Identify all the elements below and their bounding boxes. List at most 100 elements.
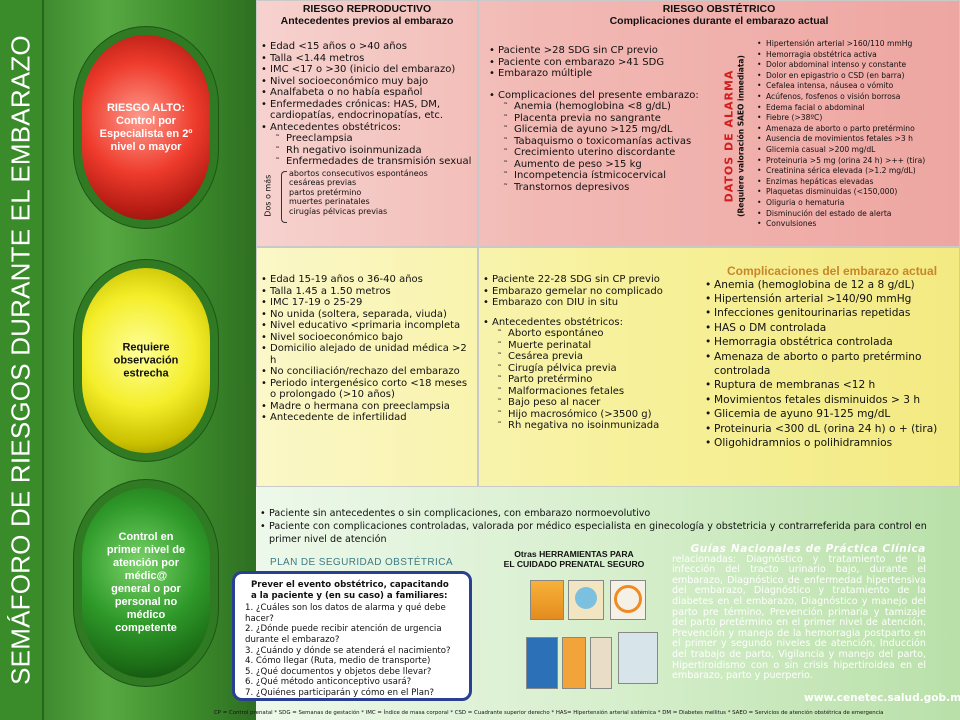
alarm-item: Enzimas hepáticas elevadas xyxy=(757,177,957,188)
alarm-item: Dolor abdominal intenso y constante xyxy=(757,60,957,71)
list-item: Enfermedades de transmisión sexual xyxy=(275,156,473,168)
plan-intro: Prever el evento obstétrico, capacitando… xyxy=(251,580,449,601)
list-item: Oligohidramnios o polihidramnios xyxy=(705,436,959,451)
list-item: muertes perinatales xyxy=(289,197,370,206)
antec-label: Antecedentes obstétricos: xyxy=(483,317,703,329)
list-item: Rh negativo isoinmunizada xyxy=(275,145,473,157)
green-list: Paciente sin antecedentes o sin complica… xyxy=(260,507,950,546)
tool-thumbnail-4[interactable] xyxy=(526,637,558,689)
list-item: Aumento de peso >15 kg xyxy=(503,159,699,171)
green-light: Control en primer nivel de atención por … xyxy=(82,488,210,678)
plan-title: PLAN DE SEGURIDAD OBSTÉTRICA xyxy=(270,557,453,568)
obst-subheader: Complicaciones durante el embarazo actua… xyxy=(609,15,829,27)
list-item: Periodo intergenésico corto <18 meses o … xyxy=(261,378,473,401)
list-item: Analfabeta o no había español xyxy=(261,87,473,99)
alarm-item: Hemorragia obstétrica activa xyxy=(757,50,957,61)
list-item: cirugías pélvicas previas xyxy=(289,206,388,216)
alarm-item: Hipertensión arterial >160/110 mmHg xyxy=(757,39,957,50)
tool-thumbnail-2[interactable] xyxy=(568,580,604,620)
list-item: Bajo peso al nacer xyxy=(497,397,703,409)
list-item: cesáreas previas xyxy=(289,178,357,187)
list-item: Antecedente de infertilidad xyxy=(261,412,473,424)
list-item: Rh negativa no isoinmunizada xyxy=(497,420,703,432)
tool-thumbnail-5[interactable] xyxy=(562,637,586,689)
plan-item: 3. ¿Cuándo y dónde se atenderá el nacimi… xyxy=(245,645,451,656)
list-item: Glicemia de ayuno 91-125 mg/dL xyxy=(705,407,959,422)
list-item: Tabaquismo o toxicomanías activas xyxy=(503,136,699,148)
list-item: Embarazo con DIU in situ xyxy=(483,297,703,309)
list-item: Edad <15 años o >40 años xyxy=(261,41,473,53)
plan-list: 1. ¿Cuáles son los datos de alarma y qué… xyxy=(241,603,463,698)
list-item: Hemorragia obstétrica controlada xyxy=(705,335,959,350)
alarm-item: Convulsiones xyxy=(757,219,957,230)
alarm-label: DATOS DE ALARMA (Requiere valoración SAE… xyxy=(723,41,747,231)
list-item: IMC <17 o >30 (inicio del embarazo) xyxy=(261,64,473,76)
dos-o-mas-block: Dos o más abortos consecutivos espontáne… xyxy=(261,169,473,227)
red-repro-list: Edad <15 años o >40 añosTalla <1.44 metr… xyxy=(261,41,473,133)
red-light: RIESGO ALTO: Control por Especialista en… xyxy=(82,35,210,220)
cenetec-link[interactable]: www.cenetec.salud.gob.mx xyxy=(804,692,960,704)
list-item: Madre o hermana con preeclampsia xyxy=(261,401,473,413)
complic-title: Complicaciones del embarazo actual xyxy=(726,264,938,278)
list-item: Nivel socioeconómico bajo xyxy=(261,332,473,344)
alarm-item: Dolor en epigastrio o CSD (en barra) xyxy=(757,71,957,82)
tools-title: Otras HERRAMIENTAS PARA EL CUIDADO PRENA… xyxy=(490,549,658,569)
red-repro-sub: PreeclampsiaRh negativo isoinmunizadaEnf… xyxy=(275,133,473,168)
list-item: Embarazo gemelar no complicado xyxy=(483,286,703,298)
yellow-obst-list: Paciente 22-28 SDG sin CP previoEmbarazo… xyxy=(483,274,703,309)
list-item: Malformaciones fetales xyxy=(497,386,703,398)
yellow-obst-sub: Aborto espontáneoMuerte perinatalCesárea… xyxy=(497,328,703,432)
list-item: Paciente 22-28 SDG sin CP previo xyxy=(483,274,703,286)
tool-thumbnail-6[interactable] xyxy=(590,637,612,689)
guides-title: Guías Nacionales de Práctica Clínica xyxy=(690,543,926,555)
red-complic: Complicaciones del presente embarazo: xyxy=(489,90,699,102)
list-item: Anemia (hemoglobina <8 g/dL) xyxy=(503,101,699,113)
plan-item: 5. ¿Qué documentos y objetos debe llevar… xyxy=(245,666,432,677)
alarm-item: Acúfenos, fosfenos o visión borrosa xyxy=(757,92,957,103)
page-title: SEMÁFORO DE RIESGOS DURANTE EL EMBARAZO xyxy=(5,35,36,685)
tool-thumbnail-1[interactable] xyxy=(530,580,564,620)
yellow-light-label: Requiere observación estrecha xyxy=(113,341,179,379)
red-obst-list: Paciente >28 SDG sin CP previoPaciente c… xyxy=(489,45,699,80)
tool-thumbnail-7[interactable] xyxy=(618,632,658,684)
tool-thumbnail-3[interactable] xyxy=(610,580,646,620)
plan-item: 2. ¿Dónde puede recibir atención de urge… xyxy=(245,624,442,645)
list-item: Paciente sin antecedentes o sin complica… xyxy=(260,507,950,520)
red-section: RIESGO REPRODUCTIVO Antecedentes previos… xyxy=(256,0,960,247)
green-light-label: Control en primer nivel de atención por … xyxy=(106,531,186,634)
yellow-section: Edad 15-19 años o 36-40 añosTalla 1.45 a… xyxy=(256,247,960,487)
guides-block: Guías Nacionales de Práctica Clínica rel… xyxy=(672,544,926,682)
list-item: Preeclampsia xyxy=(275,133,473,145)
footnote: CP = Control prenatal * SDG = Semanas de… xyxy=(214,710,884,716)
list-item: Hipertensión arterial >140/90 mmHg xyxy=(705,292,959,307)
complic-label: Complicaciones del presente embarazo: xyxy=(489,90,699,102)
list-item: No unida (soltera, separada, viuda) xyxy=(261,309,473,321)
dos-o-mas-label: Dos o más xyxy=(263,174,273,217)
alarm-item: Disminución del estado de alerta xyxy=(757,209,957,220)
list-item: Ruptura de membranas <12 h xyxy=(705,378,959,393)
yellow-obst-box: Paciente 22-28 SDG sin CP previoEmbarazo… xyxy=(478,247,960,487)
list-item: Cirugía pélvica previa xyxy=(497,363,703,375)
list-item: Talla 1.45 a 1.50 metros xyxy=(261,286,473,298)
yellow-complic-col: Complicaciones del embarazo actual Anemi… xyxy=(705,264,959,451)
list-item: Enfermedades crónicas: HAS, DM, cardiopa… xyxy=(261,99,473,122)
plan-item: 7. ¿Quiénes participarán y cómo en el Pl… xyxy=(245,687,435,698)
red-repro-box: RIESGO REPRODUCTIVO Antecedentes previos… xyxy=(256,0,478,247)
list-item: Cesárea previa xyxy=(497,351,703,363)
traffic-light-pole: RIESGO ALTO: Control por Especialista en… xyxy=(44,0,256,720)
alarm-item: Plaquetas disminuidas (<150,000) xyxy=(757,187,957,198)
yellow-obst-col: Paciente 22-28 SDG sin CP previoEmbarazo… xyxy=(483,274,703,432)
plan-box: Prever el evento obstétrico, capacitando… xyxy=(232,571,472,701)
list-item: IMC 17-19 o 25-29 xyxy=(261,297,473,309)
list-item: abortos consecutivos espontáneos xyxy=(289,168,428,178)
list-item: partos pretérmino xyxy=(289,187,362,197)
alarm-item: Cefalea intensa, náusea o vómito xyxy=(757,81,957,92)
yellow-repro-box: Edad 15-19 años o 36-40 añosTalla 1.45 a… xyxy=(256,247,478,487)
red-obst-box: RIESGO OBSTÉTRICO Complicaciones durante… xyxy=(478,0,960,247)
yellow-complic-list: Anemia (hemoglobina de 12 a 8 g/dL)Hiper… xyxy=(705,278,959,451)
list-item: Nivel socioeconómico muy bajo xyxy=(261,76,473,88)
list-item: Domicilio alejado de unidad médica >2 h xyxy=(261,343,473,366)
list-item: Muerte perinatal xyxy=(497,340,703,352)
list-item: No conciliación/rechazo del embarazo xyxy=(261,366,473,378)
